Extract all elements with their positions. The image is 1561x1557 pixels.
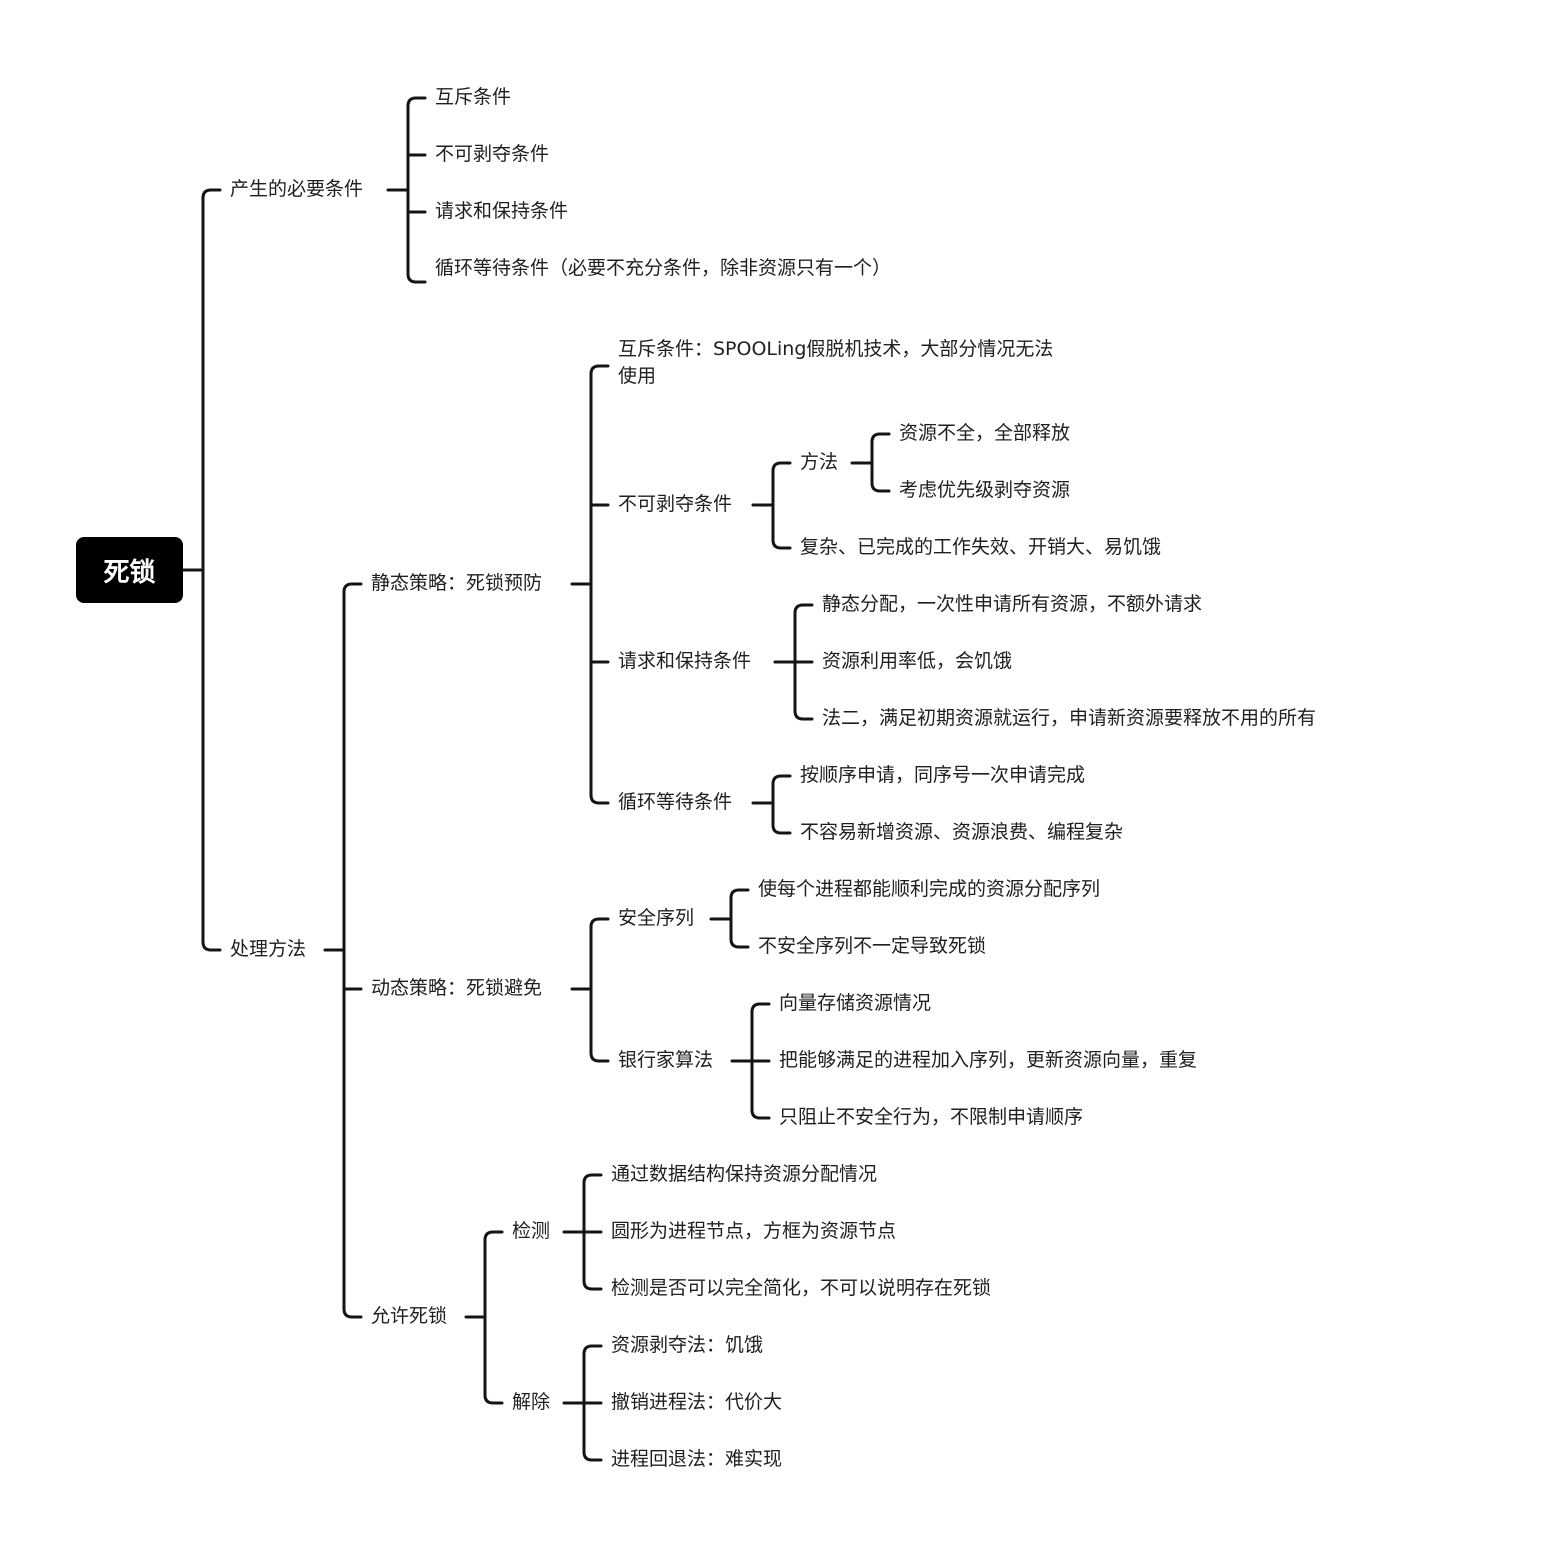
node-recover-rollback[interactable]: 进程回退法：难实现 — [611, 1448, 783, 1470]
node-hold-wait-low-util[interactable]: 资源利用率低，会饥饿 — [822, 650, 1013, 672]
node-static-no-preempt[interactable]: 不可剥夺条件 — [618, 493, 733, 515]
node-banker-add[interactable]: 把能够满足的进程加入序列，更新资源向量，重复 — [779, 1049, 1198, 1071]
node-condition-no-preempt[interactable]: 不可剥夺条件 — [435, 143, 550, 165]
node-static-mutex[interactable]: 互斥条件：SPOOLing假脱机技术，大部分情况无法使用 — [618, 338, 1054, 387]
node-recover-kill[interactable]: 撤销进程法：代价大 — [611, 1391, 783, 1413]
node-circular-ordered[interactable]: 按顺序申请，同序号一次申请完成 — [800, 764, 1086, 786]
node-condition-mutex[interactable]: 互斥条件 — [435, 86, 512, 108]
node-safe-sequence[interactable]: 安全序列 — [618, 907, 695, 929]
node-detect[interactable]: 检测 — [512, 1220, 551, 1242]
node-detect-datastruct[interactable]: 通过数据结构保持资源分配情况 — [611, 1163, 878, 1185]
node-safe-seq-def[interactable]: 使每个进程都能顺利完成的资源分配序列 — [758, 878, 1101, 900]
node-hold-wait-static-alloc[interactable]: 静态分配，一次性申请所有资源，不额外请求 — [822, 593, 1203, 615]
node-banker-vector[interactable]: 向量存储资源情况 — [779, 992, 932, 1014]
node-banker[interactable]: 银行家算法 — [618, 1049, 714, 1071]
node-method-release-all[interactable]: 资源不全，全部释放 — [899, 422, 1071, 444]
node-detect-simplify[interactable]: 检测是否可以完全简化，不可以说明存在死锁 — [611, 1277, 992, 1299]
node-condition-circular[interactable]: 循环等待条件（必要不充分条件，除非资源只有一个） — [435, 257, 892, 279]
node-static-circular[interactable]: 循环等待条件 — [618, 791, 733, 813]
node-static-method[interactable]: 方法 — [800, 451, 839, 473]
node-banker-block[interactable]: 只阻止不安全行为，不限制申请顺序 — [779, 1106, 1084, 1128]
node-method-priority[interactable]: 考虑优先级剥夺资源 — [899, 479, 1071, 501]
node-circular-drawback[interactable]: 不容易新增资源、资源浪费、编程复杂 — [800, 821, 1124, 843]
node-handling-methods[interactable]: 处理方法 — [230, 938, 307, 960]
node-condition-hold-wait[interactable]: 请求和保持条件 — [435, 200, 569, 222]
node-unsafe-seq[interactable]: 不安全序列不一定导致死锁 — [758, 935, 987, 957]
node-static-hold-wait[interactable]: 请求和保持条件 — [618, 650, 752, 672]
node-recover[interactable]: 解除 — [512, 1391, 551, 1413]
node-allow-deadlock[interactable]: 允许死锁 — [371, 1305, 448, 1327]
node-hold-wait-method2[interactable]: 法二，满足初期资源就运行，申请新资源要释放不用的所有 — [822, 707, 1317, 729]
node-dynamic-strategy[interactable]: 动态策略：死锁避免 — [371, 977, 543, 999]
root-node[interactable]: 死锁 — [76, 537, 183, 603]
node-recover-preempt[interactable]: 资源剥夺法：饥饿 — [611, 1334, 764, 1356]
node-detect-graph[interactable]: 圆形为进程节点，方框为资源节点 — [611, 1220, 897, 1242]
node-no-preempt-drawback[interactable]: 复杂、已完成的工作失效、开销大、易饥饿 — [800, 536, 1162, 558]
node-static-strategy[interactable]: 静态策略：死锁预防 — [371, 572, 543, 594]
node-necessary-conditions[interactable]: 产生的必要条件 — [230, 178, 364, 200]
